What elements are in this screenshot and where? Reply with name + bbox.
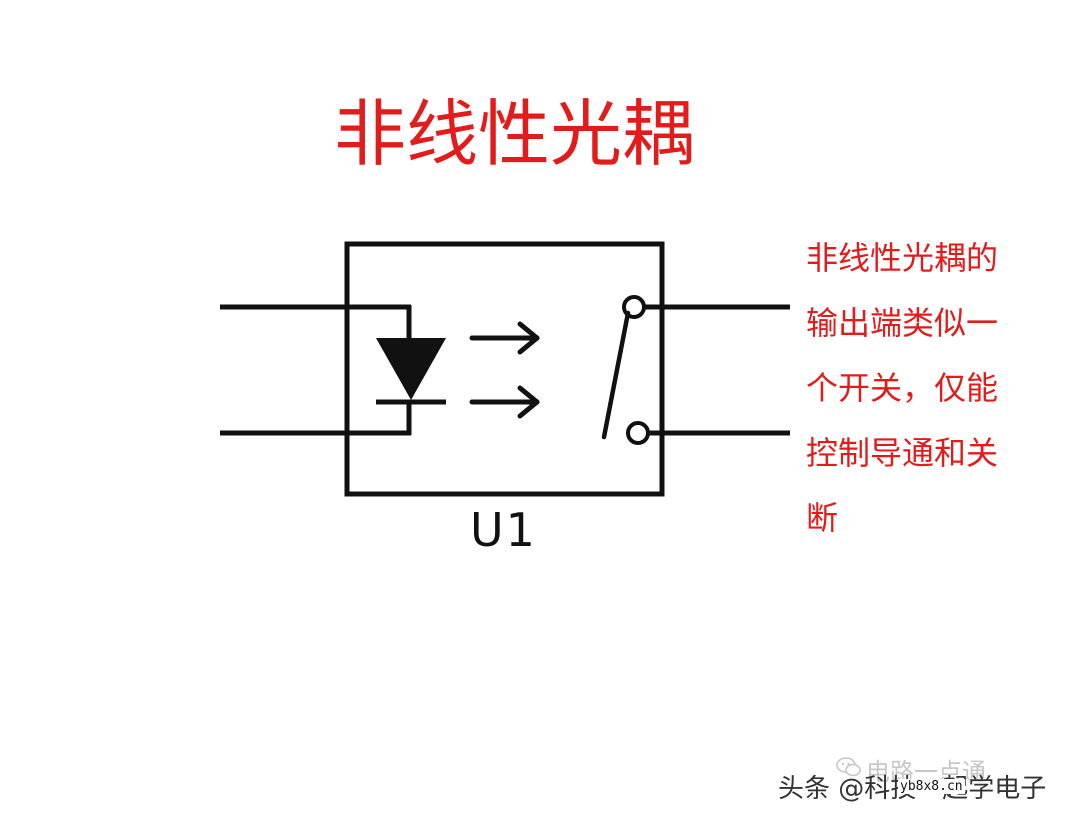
watermark-site: yb8x8.cn [898, 779, 965, 794]
description-text: 非线性光耦的 输出端类似一 个开关，仅能 控制导通和关 断 [806, 226, 1042, 551]
description-line: 输出端类似一 [806, 304, 999, 342]
description-line: 控制导通和关 [806, 434, 999, 472]
wechat-icon [836, 757, 861, 777]
light-arrow-top [469, 321, 540, 355]
switch-blade [601, 310, 631, 440]
description-line: 断 [806, 499, 839, 537]
switch-contact-bottom [626, 421, 650, 445]
description-line: 个开关，仅能 [806, 369, 999, 407]
diagram-title: 非线性光耦 [334, 92, 695, 176]
description-line: 非线性光耦的 [806, 239, 999, 277]
light-arrow-bottom [469, 385, 540, 419]
package-box [344, 241, 665, 497]
led-diode-symbol [376, 338, 446, 400]
component-label: U1 [470, 503, 537, 557]
